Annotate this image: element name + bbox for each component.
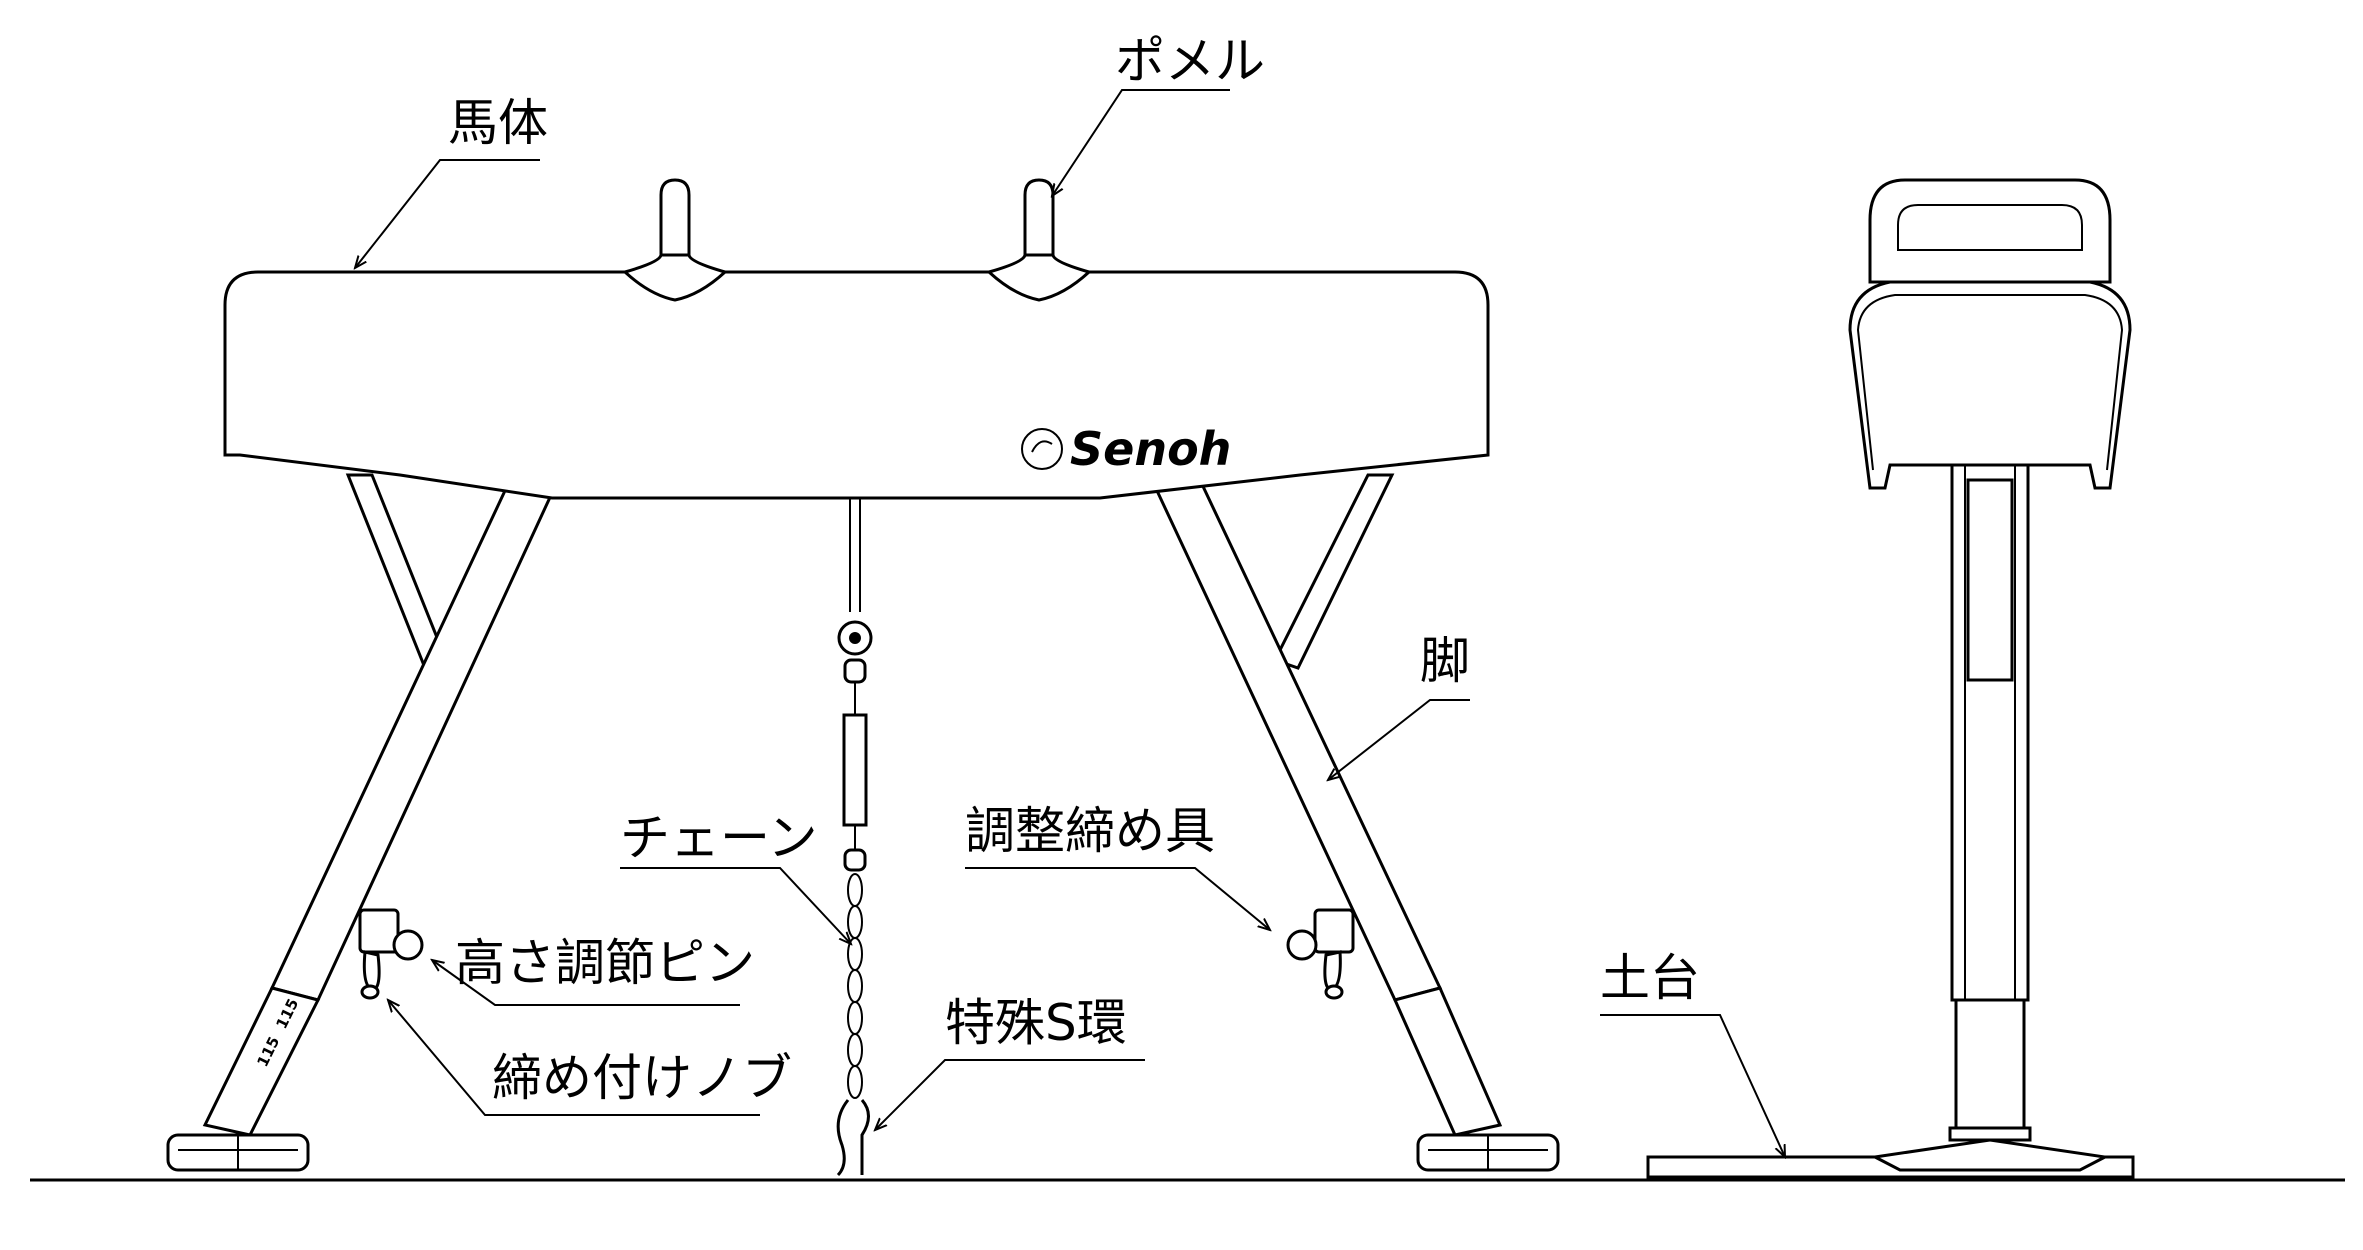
horse-body <box>223 270 1490 500</box>
label-special-s-ring: 特殊S環 <box>945 994 1127 1052</box>
rear-legs <box>345 473 1395 670</box>
front-view: 115 115 <box>166 32 1560 1177</box>
label-leg: 脚 <box>1420 632 1470 690</box>
leg-left: 115 115 <box>202 478 561 1137</box>
label-height-pin: 高さ調節ピン <box>455 934 755 992</box>
label-chain: チェーン <box>620 809 818 867</box>
label-adjuster: 調整締め具 <box>965 802 1215 860</box>
pommel-right <box>986 178 1092 302</box>
special-s-ring <box>836 1099 870 1177</box>
senoh-logo: Senoh <box>1021 422 1231 476</box>
pommel-left <box>622 178 728 302</box>
chain <box>836 498 873 1177</box>
feet <box>166 1133 1560 1172</box>
label-pommel: ポメル <box>1115 32 1265 90</box>
label-tightening-knob: 締め付けノブ <box>492 1049 792 1107</box>
label-body: 馬体 <box>448 94 548 152</box>
side-view: 土台 <box>1600 178 2135 1179</box>
label-base: 土台 <box>1600 949 1700 1007</box>
leader-lines <box>355 89 1470 1130</box>
leg-right <box>1149 478 1503 1137</box>
logo-text: Senoh <box>1070 422 1231 476</box>
